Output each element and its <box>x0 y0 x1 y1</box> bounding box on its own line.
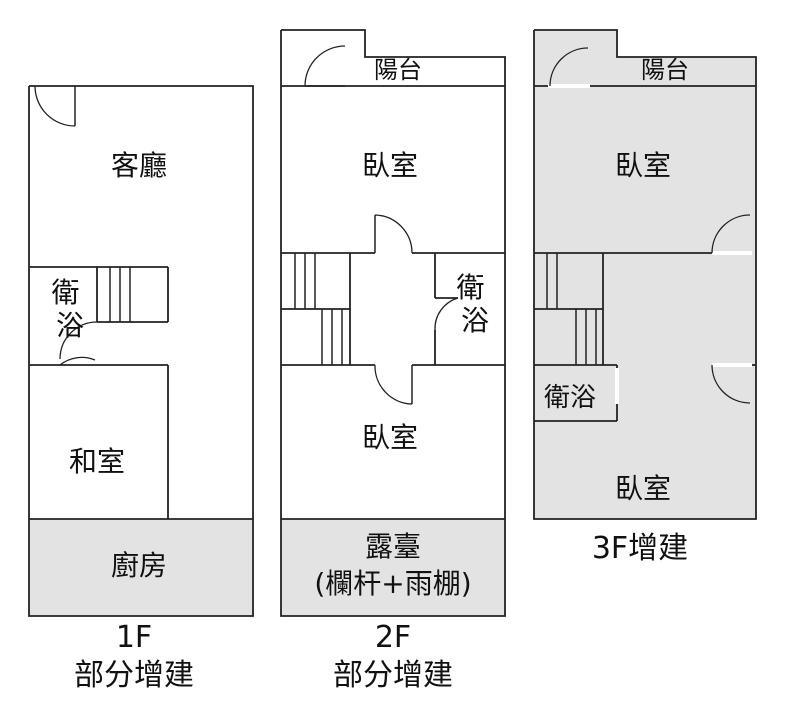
floor-3-bedroom-front-label: 臥室 <box>615 149 671 182</box>
floor-3-bedroom-back-door-swing <box>711 364 751 404</box>
floor-1-plan: 客廳 衛 浴 和室 廚房 <box>28 85 254 617</box>
floor-2-balcony-label: 陽台 <box>374 56 422 84</box>
floor-1-caption-note: 部分增建 <box>74 658 194 693</box>
floor-2-terrace-note: (欄杆+雨棚) <box>314 567 471 600</box>
floor-2-bedroom-back-door-swing <box>374 364 413 405</box>
floor-2-bathroom-label: 衛 浴 <box>457 271 494 337</box>
floor-1-outer-wall <box>28 85 254 617</box>
floor-1-bathroom-label: 衛 浴 <box>52 276 89 342</box>
floor-1-japanese-room-door-swing <box>59 356 96 366</box>
floor-1-bathroom-label-line1: 衛 <box>52 276 80 309</box>
floor-2-caption-note: 部分增建 <box>333 658 453 693</box>
floor-3-caption-note: 3F增建 <box>592 531 688 566</box>
floor-2-bathroom-door-swing <box>434 297 459 331</box>
floor-3-bedroom-back-label: 臥室 <box>615 472 671 505</box>
floor-1-kitchen-area <box>29 519 253 616</box>
floor-3-bathroom-label: 衛浴 <box>544 383 596 413</box>
floor-3-bedroom-front-door-swing <box>711 214 751 254</box>
floor-2-bedroom-back-label: 臥室 <box>362 421 418 454</box>
floor-1-japanese-room-label: 和室 <box>69 445 125 478</box>
floor-2-balcony-door-swing <box>304 45 346 87</box>
floor-2-caption-floor: 2F <box>375 620 411 655</box>
floor-3-outer-wall <box>533 29 757 520</box>
floor-3-added-area <box>534 30 756 519</box>
floor-1-living-room-label: 客廳 <box>111 149 167 182</box>
floor-2-bedroom-front-door-swing <box>374 214 413 254</box>
floor-2-plan: 陽台 臥室 衛 浴 臥室 露臺 (欄杆+雨棚) <box>280 29 506 617</box>
floor-2-terrace-area <box>281 519 505 616</box>
floor-2-bedroom-front-label: 臥室 <box>362 149 418 182</box>
floor-3-balcony-label: 陽台 <box>641 56 689 84</box>
floor-1-bathroom-door-swing <box>59 321 98 360</box>
floor-2-terrace-label: 露臺 <box>365 530 421 563</box>
floor-2-bathroom-label-line2: 浴 <box>461 304 489 337</box>
floor-2-bathroom-label-line1: 衛 <box>457 271 485 304</box>
floor-1-bathroom-label-line2: 浴 <box>56 309 84 342</box>
floor-3-plan: 陽台 臥室 衛浴 臥室 <box>533 29 757 520</box>
floor-3-balcony-door-swing <box>549 47 589 87</box>
floor-1-caption-floor: 1F <box>116 620 152 655</box>
floor-1-kitchen-label: 廚房 <box>111 549 167 582</box>
floor-2-outer-wall <box>280 29 506 617</box>
floor-1-entrance-door-swing <box>34 85 76 127</box>
